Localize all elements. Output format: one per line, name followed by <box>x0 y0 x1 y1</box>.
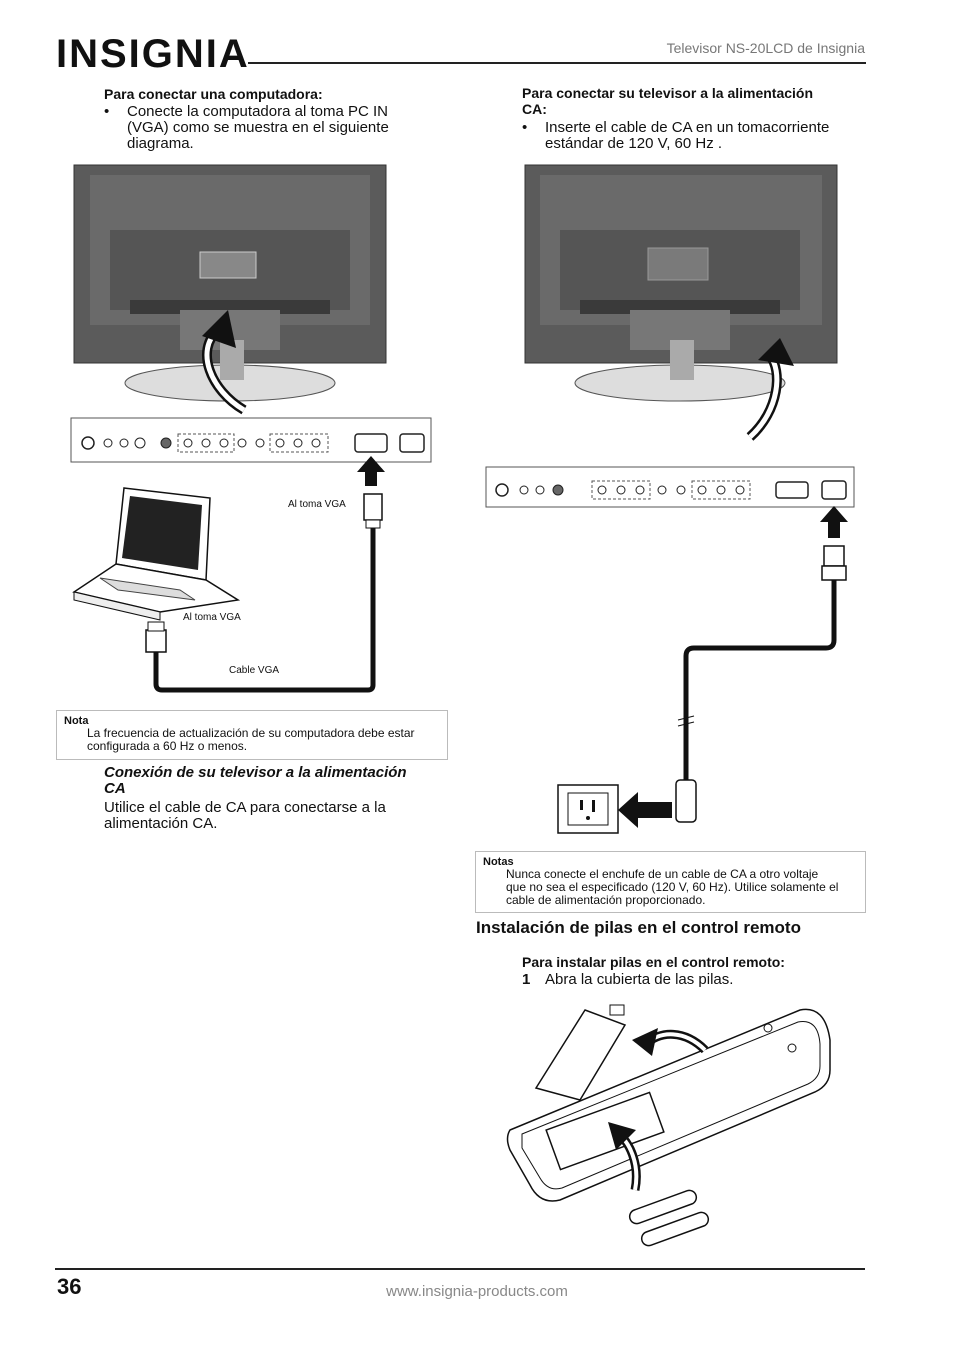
left-bullet-line: diagrama. <box>127 135 194 152</box>
note-line: que no sea el especificado (120 V, 60 Hz… <box>506 880 839 894</box>
label-vga-laptop: Al toma VGA <box>183 612 241 623</box>
power-port <box>821 480 847 500</box>
bullet-mark: • <box>104 103 110 120</box>
vga-port <box>775 481 809 499</box>
label-cable: Cable VGA <box>229 665 279 676</box>
note-title: Notas <box>483 856 514 868</box>
vga-port <box>354 433 388 453</box>
battery-section-heading: Instalación de pilas en el control remot… <box>476 918 801 937</box>
note-line: Nunca conecte el enchufe de un cable de … <box>506 867 819 881</box>
up-arrow <box>357 456 385 486</box>
left-bullet-line: (VGA) como se muestra en el siguiente <box>127 119 389 136</box>
connector-panel <box>70 417 432 463</box>
note-line: La frecuencia de actualización de su com… <box>87 726 415 740</box>
step-text: Abra la cubierta de las pilas. <box>545 971 734 988</box>
vga-cable <box>153 528 376 693</box>
right-heading: Para conectar su televisor a la alimenta… <box>522 85 813 117</box>
note-line: cable de alimentación proporcionado. <box>506 893 706 907</box>
tv-back-photo <box>73 164 387 402</box>
header-title: Televisor NS-20LCD de Insignia <box>666 40 865 56</box>
label-vga-top: Al toma VGA <box>288 499 346 510</box>
para-line: alimentación CA. <box>104 815 218 832</box>
remote-battery-diagram <box>506 1004 831 1247</box>
step-number: 1 <box>522 971 531 988</box>
para-line: Utilice el cable de CA para conectarse a… <box>104 799 386 816</box>
right-note-box: Notas Nunca conecte el enchufe de un cab… <box>475 851 866 913</box>
page-number: 36 <box>57 1274 82 1299</box>
sub-heading-line: Conexión de su televisor a la alimentaci… <box>104 764 407 781</box>
footer-url: www.insignia-products.com <box>386 1283 568 1300</box>
note-line: configurada a 60 Hz o menos. <box>87 739 248 753</box>
left-heading: Para conectar una computadora: <box>104 86 323 102</box>
header-rule <box>248 62 866 64</box>
right-bullet-line: Inserte el cable de CA en un tomacorrien… <box>545 119 830 136</box>
up-arrow <box>820 506 848 538</box>
vga-plug <box>363 493 383 521</box>
power-plug <box>823 545 845 567</box>
wall-outlet-icon <box>557 784 619 834</box>
right-bullet-line: estándar de 120 V, 60 Hz . <box>545 135 723 152</box>
left-note-box: Nota La frecuencia de actualización de s… <box>56 710 448 760</box>
footer-rule <box>55 1268 865 1270</box>
wall-plug <box>675 779 697 823</box>
power-port <box>399 433 425 453</box>
left-bullet: • Conecte la computadora al toma PC IN (… <box>104 104 434 152</box>
left-bullet-line: Conecte la computadora al toma PC IN <box>127 103 388 120</box>
battery-sub-heading: Para instalar pilas en el control remoto… <box>522 954 785 970</box>
note-title: Nota <box>64 715 89 727</box>
heading-line: CA: <box>522 101 547 117</box>
power-paragraph: Utilice el cable de CA para conectarse a… <box>104 800 386 832</box>
power-cable <box>683 580 837 780</box>
remote-control-icon <box>506 1008 831 1202</box>
laptop-icon <box>72 487 241 621</box>
bullet-mark: • <box>522 119 528 136</box>
connector-panel <box>485 466 855 508</box>
left-arrow <box>618 792 672 828</box>
power-connection-diagram <box>485 164 855 834</box>
right-bullet: • Inserte el cable de CA en un tomacorri… <box>522 120 862 152</box>
power-sub-heading: Conexión de su televisor a la alimentaci… <box>104 765 407 797</box>
insignia-logo: INSIGNIA <box>56 32 250 76</box>
battery-icon <box>628 1189 710 1247</box>
tv-back-photo <box>524 164 838 402</box>
computer-connection-diagram: Al toma VGA Al toma VGA Cable VGA <box>70 164 432 693</box>
heading-line: Para conectar su televisor a la alimenta… <box>522 85 814 101</box>
sub-heading-line: CA <box>104 780 126 797</box>
battery-cover-icon <box>534 1004 627 1101</box>
